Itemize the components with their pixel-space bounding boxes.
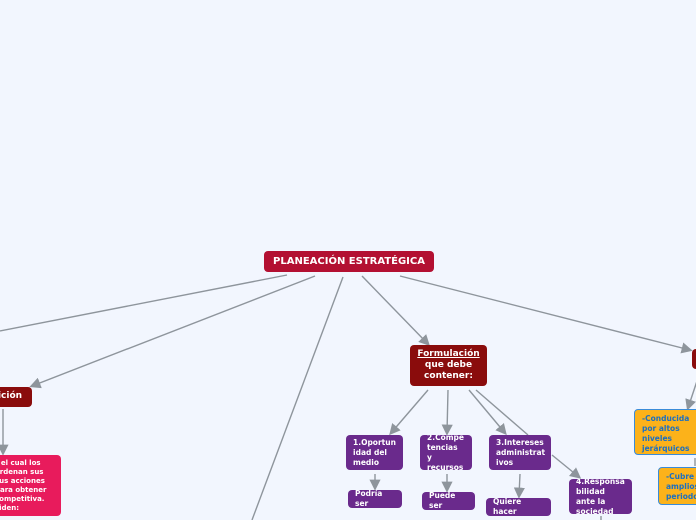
sub-node-2[interactable]: Puede ser bbox=[422, 492, 475, 510]
item-label: 2.Compe tencias y recursos bbox=[427, 435, 464, 470]
formulacion-rest: que debe contener: bbox=[424, 360, 473, 381]
sub-node-1[interactable]: Podría ser bbox=[348, 490, 402, 508]
sub-label: Puede ser bbox=[429, 492, 456, 510]
item-label: 4.Responsa bilidad ante la sociedad bbox=[576, 479, 625, 514]
sub-node-3[interactable]: Quiere hacer bbox=[486, 498, 551, 516]
item-label: 3.Intereses administrat ivos bbox=[496, 437, 546, 467]
root-node[interactable]: PLANEACIÓN ESTRATÉGICA bbox=[264, 251, 434, 272]
item-label: 1.Oportun idad del medio bbox=[353, 437, 396, 467]
item-node-3[interactable]: 3.Intereses administrat ivos bbox=[489, 435, 551, 470]
item-node-4[interactable]: 4.Responsa bilidad ante la sociedad bbox=[569, 479, 632, 514]
left-node[interactable]: ición bbox=[0, 387, 32, 407]
right-item-2[interactable]: -Cubre amplios periodos bbox=[658, 467, 696, 505]
right-item-1[interactable]: -Conducida por altos niveles jerárquicos bbox=[634, 409, 696, 455]
right-node[interactable] bbox=[692, 349, 696, 369]
left-description-node[interactable]: r el cual los ordenan sus sus acciones p… bbox=[0, 455, 61, 516]
sub-label: Quiere hacer bbox=[493, 498, 522, 516]
sub-label: Podría ser bbox=[355, 490, 383, 508]
formulacion-title: Formulación bbox=[417, 349, 480, 359]
item-node-2[interactable]: 2.Compe tencias y recursos bbox=[420, 435, 472, 470]
item-node-1[interactable]: 1.Oportun idad del medio bbox=[346, 435, 403, 470]
